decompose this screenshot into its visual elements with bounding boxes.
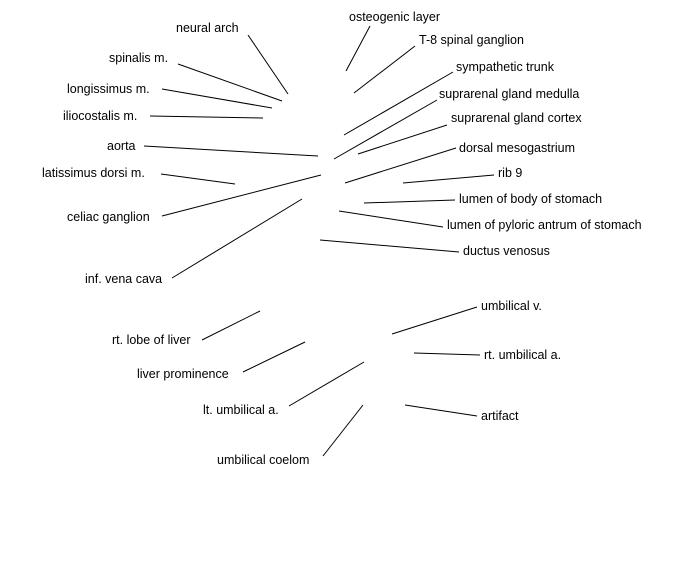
label-celiac-ganglion: celiac ganglion [67,210,150,224]
leader-line-rt-umbilical-a [413,352,481,356]
label-rib-9: rib 9 [498,166,523,180]
label-suprarenal-gland-cortex: suprarenal gland cortex [451,111,582,125]
label-liver-prominence: liver prominence [137,367,229,381]
leader-line-longissimus-m [161,88,273,109]
leader-line-ductus-venosus [319,239,460,253]
label-rt-lobe-of-liver: rt. lobe of liver [112,333,191,347]
label-lt-umbilical-a: lt. umbilical a. [203,403,279,417]
label-osteogenic-layer: osteogenic layer [349,10,441,24]
label-neural-arch: neural arch [176,21,239,35]
label-lumen-of-pyloric-antrum-of-stomach: lumen of pyloric antrum of stomach [447,218,642,232]
label-rt-umbilical-a: rt. umbilical a. [484,348,562,362]
leader-line-iliocostalis-m [149,115,264,119]
leader-line-artifact [404,404,478,417]
leader-line-liver-prominence [242,341,306,373]
leader-line-latissimus-dorsi-m [160,173,236,185]
leader-line-lt-umbilical-a [288,361,365,407]
label-latissimus-dorsi-m: latissimus dorsi m. [42,166,145,180]
leader-line-umbilical-coelom [322,404,364,457]
leader-line-spinalis-m [177,63,283,102]
leader-line-rt-lobe-of-liver [201,310,261,341]
leader-line-t8-spinal-ganglion [353,45,416,94]
leader-line-sympathetic-trunk [343,71,454,136]
leader-line-neural-arch [247,34,289,95]
label-dorsal-mesogastrium: dorsal mesogastrium [459,141,576,155]
label-umbilical-coelom: umbilical coelom [217,453,310,467]
label-suprarenal-gland-medulla: suprarenal gland medulla [439,87,580,101]
leader-line-dorsal-mesogastrium [344,147,457,184]
leader-line-aorta [143,145,319,157]
label-lumen-of-body-of-stomach: lumen of body of stomach [459,192,603,206]
label-ductus-venosus: ductus venosus [463,244,550,258]
label-artifact: artifact [481,409,519,423]
label-spinalis-m: spinalis m. [109,51,169,65]
leader-line-umbilical-v [391,306,478,335]
leader-line-celiac-ganglion [161,174,322,217]
leader-line-lumen-of-pyloric-antrum [338,210,444,228]
label-t8-spinal-ganglion: T-8 spinal ganglion [419,33,524,47]
label-aorta: aorta [107,139,136,153]
label-inf-vena-cava: inf. vena cava [85,272,163,286]
label-umbilical-v: umbilical v. [481,299,542,313]
label-sympathetic-trunk: sympathetic trunk [456,60,554,74]
leader-line-suprarenal-gland-cortex [357,124,448,155]
leader-line-osteogenic-layer [345,25,371,72]
leader-line-suprarenal-gland-medulla [333,99,438,160]
leader-line-rib-9 [402,174,495,184]
leader-line-inf-vena-cava [171,198,303,279]
label-longissimus-m: longissimus m. [67,82,150,96]
leader-line-lumen-of-body-of-stomach [363,199,456,204]
label-iliocostalis-m: iliocostalis m. [63,109,138,123]
